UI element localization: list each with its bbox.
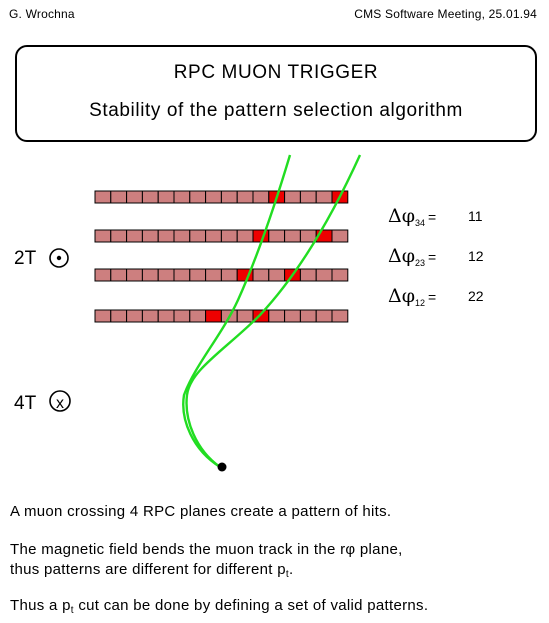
rpc-strip bbox=[268, 309, 286, 323]
rpc-strip bbox=[173, 268, 191, 282]
rpc-strip bbox=[205, 229, 222, 243]
rpc-strip bbox=[315, 268, 333, 282]
rpc-strip bbox=[315, 309, 333, 323]
rpc-strip bbox=[110, 268, 128, 282]
delta-phi-12-value: 22 bbox=[468, 288, 484, 304]
rpc-strip bbox=[252, 190, 270, 204]
rpc-strip bbox=[173, 229, 191, 243]
field-symbol-dot-icon bbox=[49, 248, 69, 268]
rpc-strip bbox=[315, 190, 333, 204]
rpc-strip bbox=[157, 229, 175, 243]
delta-phi-34: Δφ34= 11 bbox=[388, 205, 483, 228]
rpc-strip bbox=[110, 229, 128, 243]
rpc-strip bbox=[189, 190, 207, 204]
rpc-strip bbox=[126, 268, 143, 282]
field-label-2t: 2T bbox=[14, 248, 37, 269]
rpc-strip bbox=[299, 190, 317, 204]
author-label: G. Wrochna bbox=[9, 7, 75, 21]
meeting-label: CMS Software Meeting, 25.01.94 bbox=[354, 7, 537, 21]
rpc-strip bbox=[220, 190, 238, 204]
rpc-strip bbox=[205, 268, 222, 282]
rpc-strip bbox=[284, 190, 301, 204]
rpc-strip bbox=[252, 268, 270, 282]
delta-phi-23: Δφ23= 12 bbox=[388, 245, 484, 268]
rpc-strip bbox=[94, 268, 112, 282]
delta-phi-34-value: 11 bbox=[468, 208, 483, 224]
rpc-strip bbox=[141, 309, 159, 323]
rpc-strip bbox=[157, 190, 175, 204]
rpc-strip-hit bbox=[205, 309, 222, 323]
rpc-strip bbox=[236, 309, 254, 323]
description-line-1: A muon crossing 4 RPC planes create a pa… bbox=[10, 503, 392, 520]
delta-phi-12: Δφ12= 22 bbox=[388, 285, 484, 308]
rpc-planes bbox=[94, 190, 349, 323]
description-line-2: The magnetic field bends the muon track … bbox=[10, 541, 403, 558]
rpc-strip bbox=[268, 229, 286, 243]
rpc-strip bbox=[284, 309, 301, 323]
field-symbol-x-icon bbox=[49, 390, 71, 412]
muon-track-low-pt bbox=[185, 154, 362, 468]
rpc-strip bbox=[205, 190, 222, 204]
rpc-strip bbox=[236, 190, 254, 204]
rpc-strip bbox=[331, 309, 349, 323]
rpc-strip bbox=[331, 268, 349, 282]
rpc-strip bbox=[110, 190, 128, 204]
rpc-strip bbox=[189, 229, 207, 243]
page-title: RPC MUON TRIGGER bbox=[173, 62, 379, 83]
rpc-strip bbox=[141, 268, 159, 282]
rpc-strip bbox=[299, 229, 317, 243]
rpc-strip bbox=[173, 309, 191, 323]
rpc-strip bbox=[94, 190, 112, 204]
rpc-strip bbox=[126, 229, 143, 243]
rpc-strip bbox=[236, 229, 254, 243]
rpc-strip bbox=[299, 309, 317, 323]
rpc-strip bbox=[94, 229, 112, 243]
description-line-3: thus patterns are different for differen… bbox=[10, 561, 294, 580]
rpc-strip bbox=[220, 229, 238, 243]
rpc-strip bbox=[94, 309, 112, 323]
rpc-strip bbox=[189, 268, 207, 282]
title-box: RPC MUON TRIGGER Stability of the patter… bbox=[15, 45, 537, 142]
rpc-strip bbox=[141, 229, 159, 243]
rpc-strip bbox=[299, 268, 317, 282]
rpc-strip bbox=[173, 190, 191, 204]
rpc-strip bbox=[220, 268, 238, 282]
description-paragraph-2: The magnetic field bends the muon track … bbox=[10, 540, 403, 585]
muon-track-high-pt bbox=[182, 154, 292, 469]
page-subtitle: Stability of the pattern selection algor… bbox=[89, 100, 463, 121]
rpc-strip bbox=[157, 268, 175, 282]
field-symbol-x-mark: x bbox=[56, 395, 64, 412]
rpc-strip bbox=[126, 309, 143, 323]
rpc-strip bbox=[126, 190, 143, 204]
delta-phi-23-value: 12 bbox=[468, 248, 484, 264]
rpc-strip bbox=[284, 229, 301, 243]
rpc-strip bbox=[110, 309, 128, 323]
interaction-point bbox=[217, 462, 227, 472]
rpc-strip bbox=[141, 190, 159, 204]
field-label-4t: 4T bbox=[14, 393, 37, 414]
description-line-4: Thus a pt cut can be done by defining a … bbox=[10, 597, 429, 616]
rpc-strip bbox=[189, 309, 207, 323]
rpc-strip bbox=[331, 229, 349, 243]
rpc-strip bbox=[157, 309, 175, 323]
rpc-strip bbox=[268, 268, 286, 282]
